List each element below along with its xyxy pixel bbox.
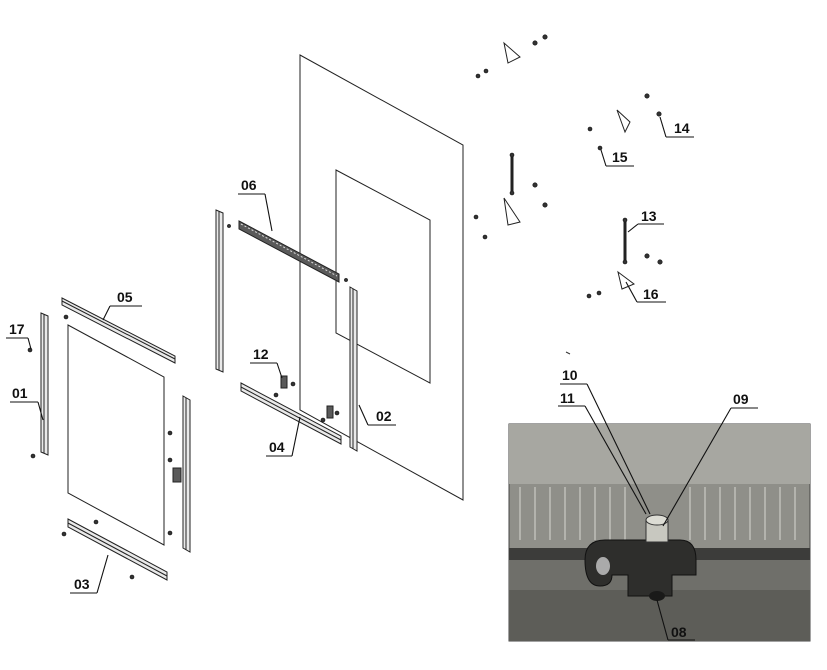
svg-text:15: 15 xyxy=(612,149,628,165)
svg-text:02: 02 xyxy=(376,408,392,424)
svg-text:11: 11 xyxy=(560,390,575,406)
label-08: 08 xyxy=(656,599,695,641)
hardware-group xyxy=(473,34,663,299)
label-16: 16 xyxy=(625,281,666,303)
middle-frame-assembly xyxy=(215,209,358,452)
label-02: 02 xyxy=(358,404,396,426)
svg-text:09: 09 xyxy=(733,391,749,407)
svg-text:04: 04 xyxy=(269,439,285,455)
svg-text:12: 12 xyxy=(253,346,269,362)
svg-text:01: 01 xyxy=(12,385,28,401)
label-12: 12 xyxy=(250,346,283,379)
svg-text:14: 14 xyxy=(674,120,690,136)
svg-text:08: 08 xyxy=(671,624,687,640)
label-17: 17 xyxy=(6,321,32,350)
label-03: 03 xyxy=(70,554,109,594)
svg-text:16: 16 xyxy=(643,286,659,302)
label-04: 04 xyxy=(266,416,301,457)
svg-text:17: 17 xyxy=(9,321,25,337)
label-14: 14 xyxy=(659,116,694,138)
label-09: 09 xyxy=(662,391,758,527)
label-10: 10 xyxy=(560,367,651,515)
label-13: 13 xyxy=(627,208,664,233)
svg-text:05: 05 xyxy=(117,289,133,305)
svg-text:06: 06 xyxy=(241,177,257,193)
svg-text:13: 13 xyxy=(641,208,657,224)
label-06: 06 xyxy=(238,177,273,232)
svg-text:03: 03 xyxy=(74,576,90,592)
detail-photo xyxy=(508,423,811,642)
label-11: 11 xyxy=(558,390,647,515)
label-15: 15 xyxy=(600,149,634,167)
door-front-assembly xyxy=(27,297,191,581)
label-05: 05 xyxy=(102,289,142,321)
svg-text:10: 10 xyxy=(562,367,578,383)
label-01: 01 xyxy=(10,385,44,421)
